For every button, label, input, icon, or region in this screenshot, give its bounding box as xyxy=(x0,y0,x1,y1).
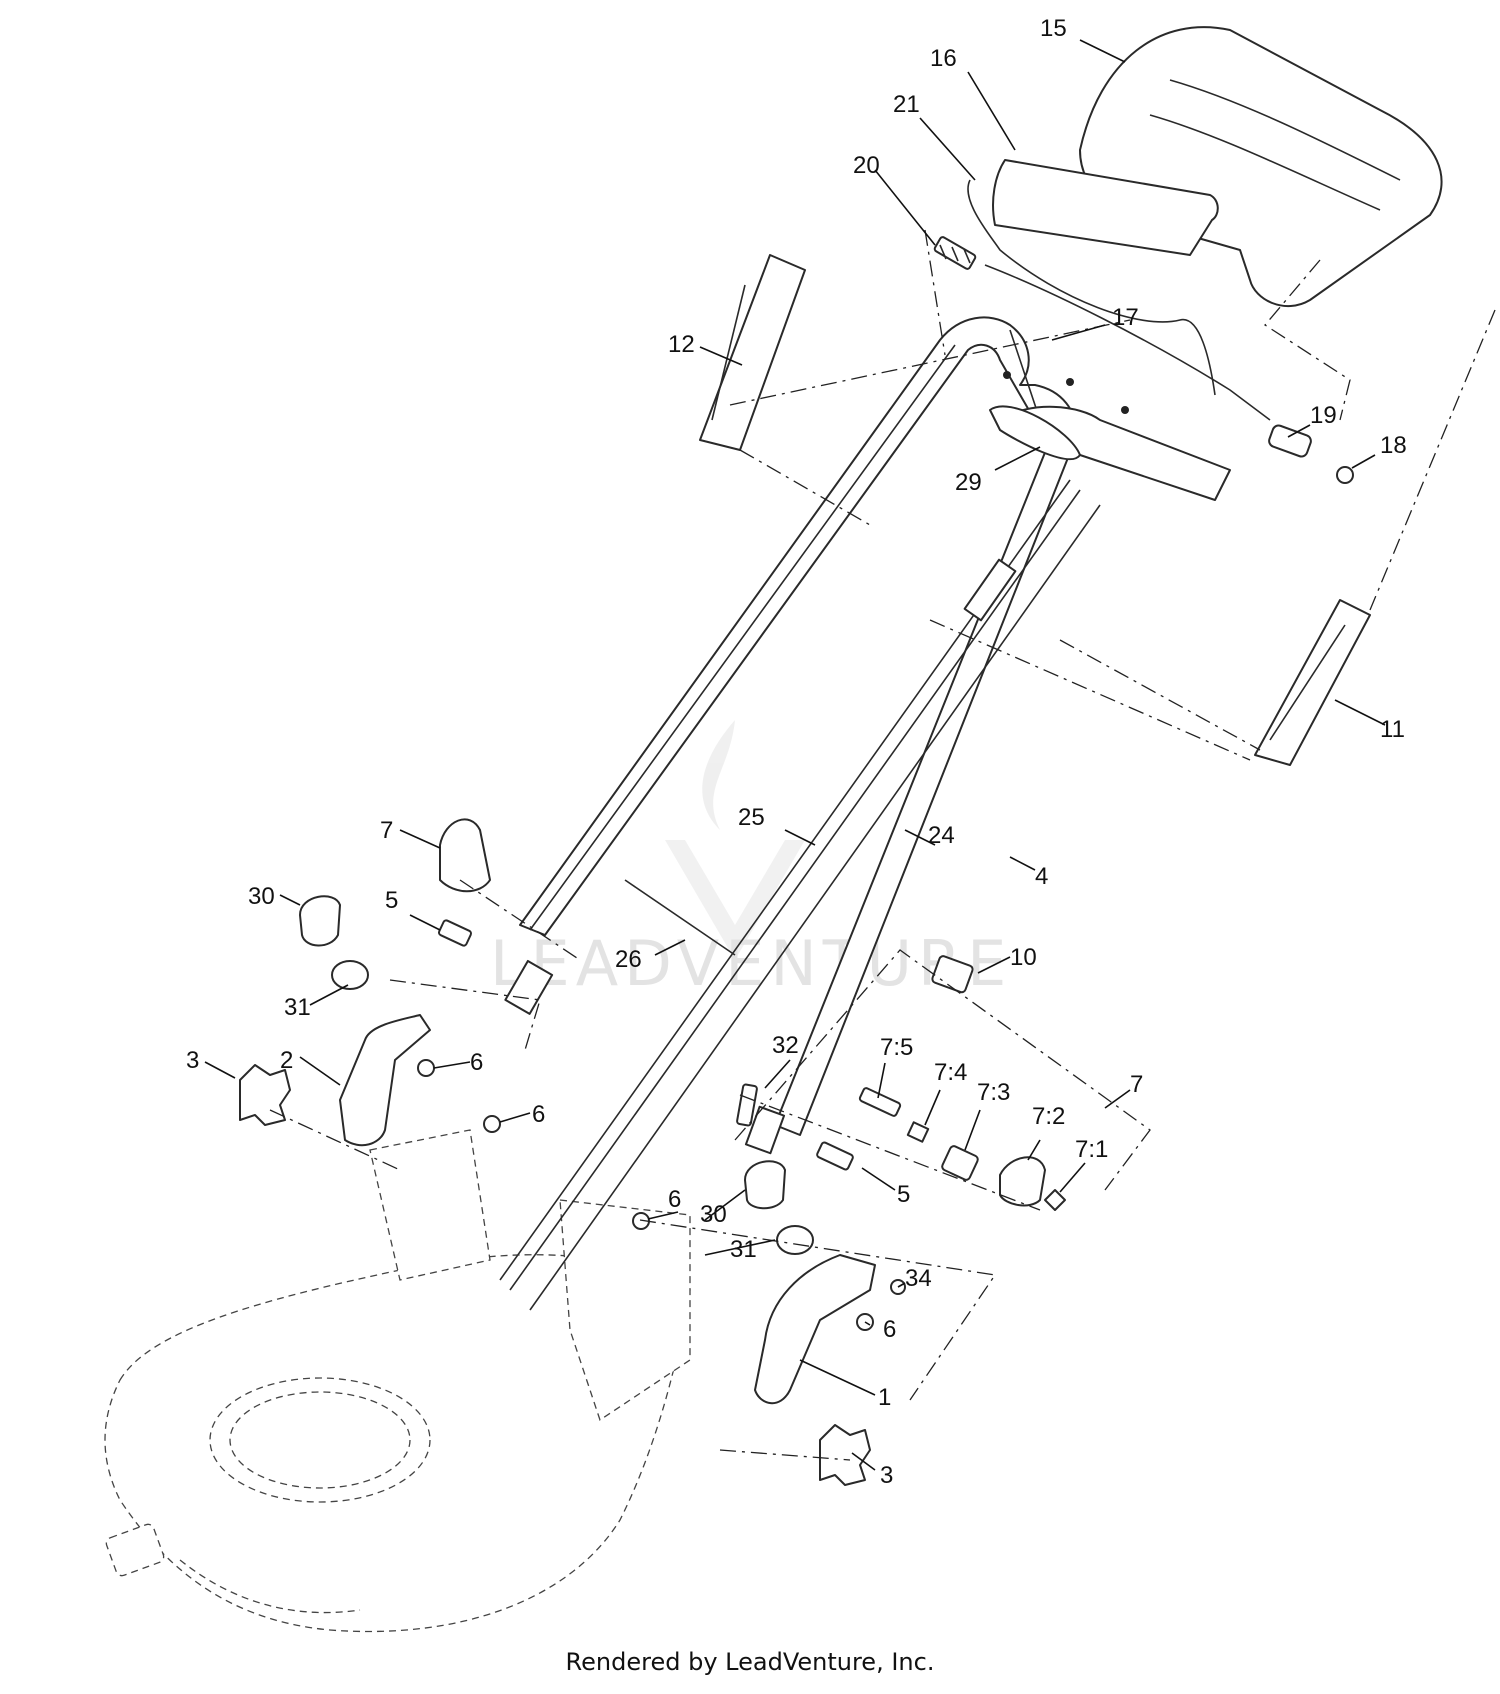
part-7-3-block xyxy=(941,1145,979,1181)
part-32-pin xyxy=(736,1083,758,1127)
mower-deck xyxy=(104,1129,691,1633)
callout-2: 2 xyxy=(280,1047,293,1074)
callout-34: 34 xyxy=(905,1265,932,1292)
callout-18: 18 xyxy=(1380,432,1407,459)
assembly-lines xyxy=(269,229,1496,1461)
watermark-text: LEADVENTURE xyxy=(490,927,1012,1000)
callout-16: 16 xyxy=(930,45,957,72)
part-31-cam-left xyxy=(331,960,369,990)
part-26-cable-tie xyxy=(624,879,736,956)
callout-15: 15 xyxy=(1040,15,1067,42)
callout-6-d: 6 xyxy=(883,1316,896,1343)
part-7-4-spring xyxy=(906,1121,930,1143)
part-5-bolt-right xyxy=(816,1141,854,1171)
callout-7-2: 7:2 xyxy=(1032,1103,1065,1130)
callout-3-left: 3 xyxy=(186,1047,199,1074)
part-31-cam-right xyxy=(776,1225,814,1255)
callout-7-top: 7 xyxy=(380,817,393,844)
callouts: 15 16 21 20 17 12 19 18 29 11 7 25 24 4 … xyxy=(186,15,1407,1489)
callout-31-right: 31 xyxy=(730,1236,757,1263)
callout-29: 29 xyxy=(955,469,982,496)
callout-7-5: 7:5 xyxy=(880,1034,913,1061)
callout-10: 10 xyxy=(1010,944,1037,971)
part-30-knob-right xyxy=(744,1160,786,1210)
part-11-guide xyxy=(1254,599,1371,766)
callout-12: 12 xyxy=(668,331,695,358)
callout-31-left: 31 xyxy=(284,994,311,1021)
callout-4: 4 xyxy=(1035,863,1048,890)
part-6-nut-a xyxy=(417,1059,435,1077)
part-7-2-lever xyxy=(999,1156,1046,1207)
part-21-bail-bar xyxy=(967,179,1216,396)
callout-19: 19 xyxy=(1310,402,1337,429)
part-29-grip xyxy=(989,405,1081,461)
footer-credit: Rendered by LeadVenture, Inc. xyxy=(565,1648,935,1676)
part-7-5-shaft xyxy=(858,1087,902,1117)
watermark-logo xyxy=(665,720,805,960)
kit-7-outline xyxy=(734,949,1151,1191)
part-15-handle-grip xyxy=(1079,26,1443,308)
callout-7-1: 7:1 xyxy=(1075,1136,1108,1163)
part-30-knob-left xyxy=(299,895,341,947)
callout-1: 1 xyxy=(878,1384,891,1411)
callout-26: 26 xyxy=(615,946,642,973)
part-3-knob-left xyxy=(239,1064,291,1126)
part-3-knob-right xyxy=(819,1424,871,1486)
part-7-adjuster-left xyxy=(439,818,491,893)
callout-11: 11 xyxy=(1380,716,1405,743)
callout-20: 20 xyxy=(853,152,880,179)
callout-7-kit: 7 xyxy=(1130,1071,1143,1098)
part-7-1-pin xyxy=(1044,1189,1066,1211)
callout-6-b: 6 xyxy=(532,1101,545,1128)
leader-lines xyxy=(204,39,1386,1471)
part-6-nut-b xyxy=(483,1115,501,1133)
part-16-bail-pad xyxy=(992,159,1219,256)
part-24-cable xyxy=(529,504,1101,1311)
callout-30-right: 30 xyxy=(700,1201,727,1228)
part-18-washer xyxy=(1336,466,1354,484)
part-1-bracket-right xyxy=(754,1254,876,1405)
part-20-spring xyxy=(933,236,977,270)
callout-7-4: 7:4 xyxy=(934,1059,967,1086)
callout-5-right: 5 xyxy=(897,1181,910,1208)
callout-7-3: 7:3 xyxy=(977,1079,1010,1106)
callout-30-left: 30 xyxy=(248,883,275,910)
callout-5-left: 5 xyxy=(385,887,398,914)
part-12-guide xyxy=(699,254,806,451)
callout-25: 25 xyxy=(738,804,765,831)
callout-24: 24 xyxy=(928,822,955,849)
callout-21: 21 xyxy=(893,91,920,118)
part-5-bolt-left xyxy=(438,919,472,947)
handle-frame xyxy=(504,316,1129,1155)
part-2-bracket-left xyxy=(339,1014,431,1147)
callout-17: 17 xyxy=(1112,304,1139,331)
callout-3-right: 3 xyxy=(880,1462,893,1489)
part-19-pivot xyxy=(1268,424,1312,458)
part-10-clip xyxy=(931,955,974,994)
callout-32: 32 xyxy=(772,1032,799,1059)
callout-6-a: 6 xyxy=(470,1049,483,1076)
part-17-cable xyxy=(984,264,1271,421)
callout-6-c: 6 xyxy=(668,1186,681,1213)
